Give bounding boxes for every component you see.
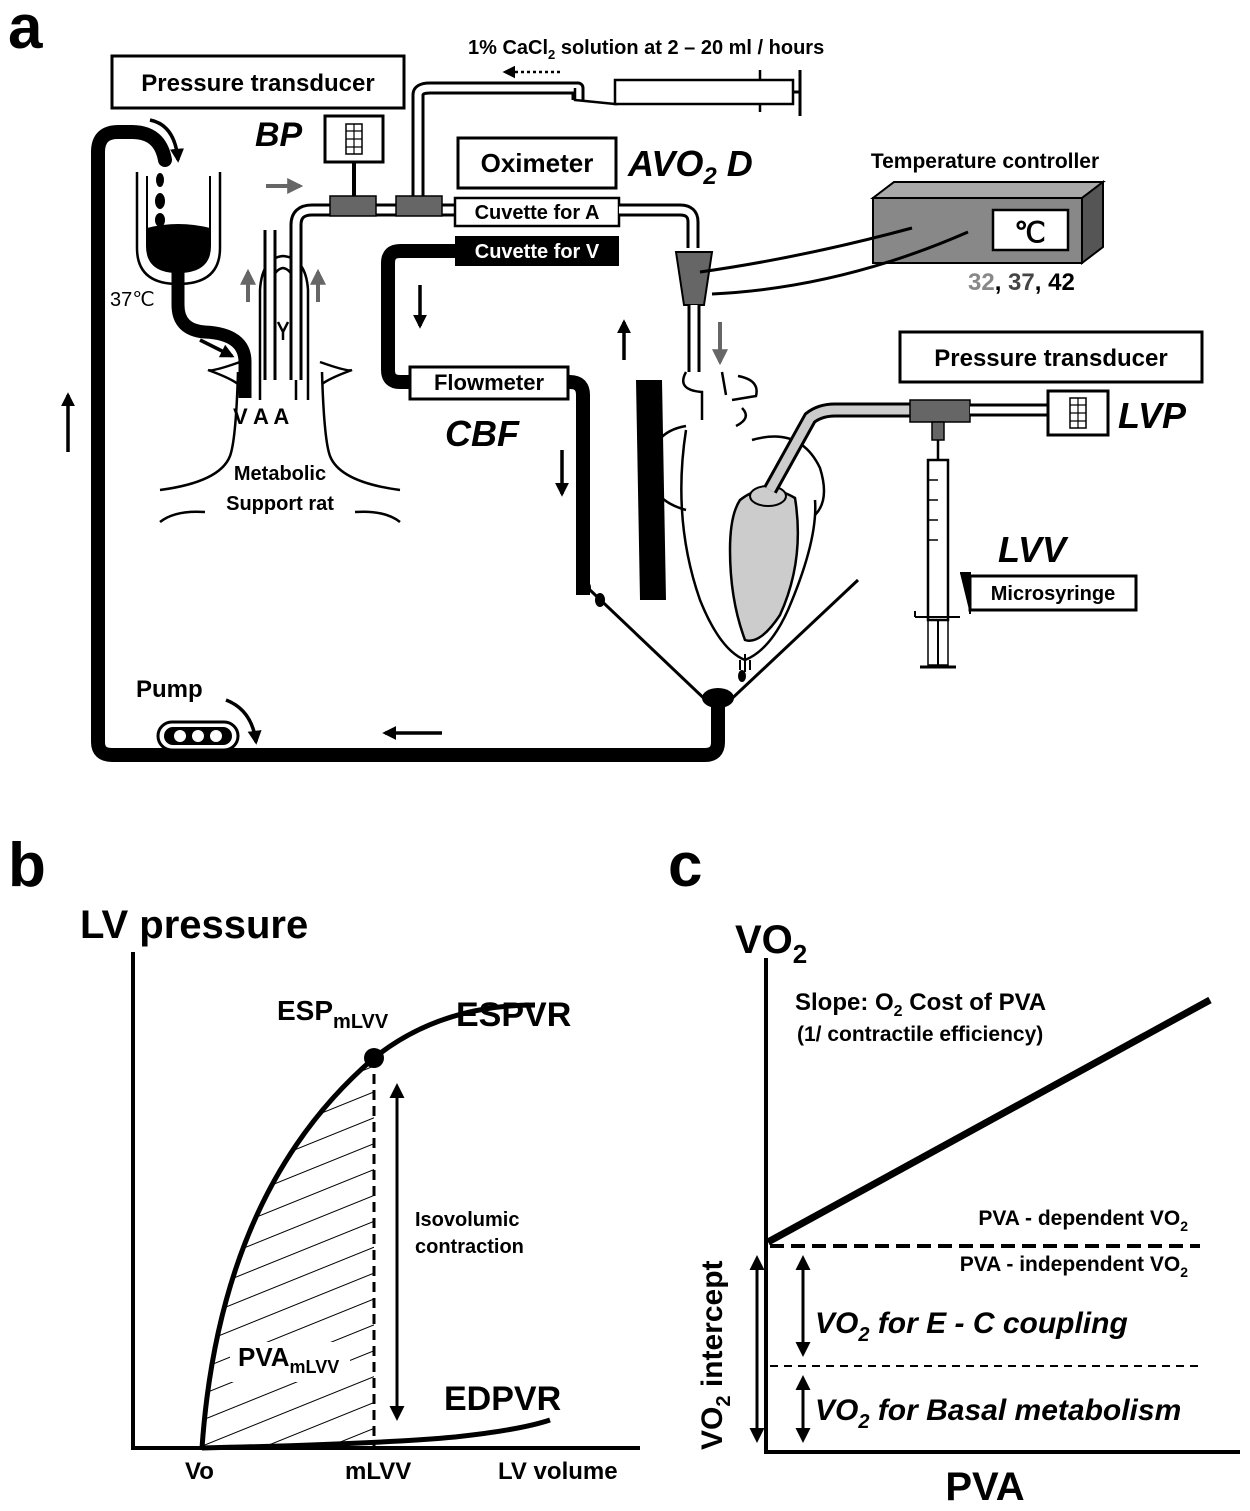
slope-label-2: (1/ contractile efficiency) bbox=[797, 1023, 1043, 1046]
oximeter-box bbox=[456, 136, 618, 190]
vaa-label: V A A bbox=[233, 404, 289, 429]
pva-area bbox=[202, 1058, 374, 1448]
panel-b-ylabel: LV pressure bbox=[80, 903, 308, 947]
pressure-transducer-top-box bbox=[110, 54, 406, 110]
drain-tube bbox=[636, 380, 666, 600]
rat-label-line2: Support rat bbox=[226, 493, 334, 515]
isolated-heart bbox=[648, 371, 826, 682]
cuvette-v-label: Cuvette for V bbox=[475, 241, 600, 263]
cbf-label: CBF bbox=[445, 413, 520, 454]
rat-label-line1: Metabolic bbox=[234, 463, 326, 485]
pva-label: PVAmLVV bbox=[238, 1342, 339, 1377]
edpvr-curve bbox=[201, 1417, 551, 1451]
x-tick-vo: Vo bbox=[185, 1458, 214, 1485]
flowmeter-box bbox=[408, 365, 570, 401]
espvr-label: ESPVR bbox=[456, 996, 571, 1034]
edpvr-label: EDPVR bbox=[444, 1380, 561, 1418]
flow-arrow-reservoir bbox=[149, 118, 185, 163]
cacl-label: 1% CaCl2 solution at 2 – 20 ml / hours bbox=[468, 37, 824, 62]
vo2-pva-line bbox=[766, 996, 1212, 1246]
microsyringe bbox=[914, 440, 971, 669]
microsyringe-box bbox=[968, 574, 1138, 612]
panel-b-axes bbox=[131, 952, 640, 1450]
ec-coupling-label: VO2 for E - C coupling bbox=[815, 1307, 1128, 1346]
avo2d-label: AVO2 D bbox=[627, 143, 753, 190]
temp-unit-display: ℃ bbox=[1014, 217, 1045, 248]
cuvette-a-label: Cuvette for A bbox=[475, 202, 600, 224]
panel-c-xlabel: PVA bbox=[945, 1465, 1024, 1509]
panel-c-letter: c bbox=[668, 831, 702, 900]
isovolumic-label-2: contraction bbox=[415, 1236, 524, 1258]
pump-label: Pump bbox=[136, 676, 203, 703]
flowmeter-label: Flowmeter bbox=[434, 370, 544, 395]
pump-icon bbox=[156, 720, 240, 752]
panel-c-ylabel: VO2 bbox=[735, 918, 807, 969]
lvv-label: LVV bbox=[998, 529, 1069, 570]
oximeter-label: Oximeter bbox=[481, 148, 594, 178]
pressure-transducer-right-label: Pressure transducer bbox=[934, 345, 1167, 372]
flow-arrow-inlet bbox=[199, 338, 235, 358]
cacl-syringe bbox=[573, 70, 802, 116]
heat-exchanger bbox=[674, 251, 714, 306]
cacl-connector bbox=[395, 195, 443, 217]
pressure-transducer-right-box bbox=[898, 330, 1204, 384]
lvp-label: LVP bbox=[1118, 395, 1187, 436]
pump-rotation-arrow bbox=[225, 698, 262, 745]
panel-c-axes bbox=[764, 958, 1240, 1454]
esp-point bbox=[364, 1048, 384, 1068]
main-circuit-tube bbox=[91, 125, 725, 762]
temp-values: 32, 37, 42 bbox=[968, 269, 1075, 296]
temp-controller-label: Temperature controller bbox=[871, 150, 1099, 173]
x-tick-mlvv: mLVV bbox=[345, 1458, 411, 1485]
temp-controller-box bbox=[870, 179, 1106, 266]
venous-tube bbox=[381, 244, 590, 587]
panel-b-letter: b bbox=[8, 831, 46, 900]
reservoir-temp: 37℃ bbox=[110, 289, 155, 311]
panel-a: a 37℃ bbox=[8, 0, 1204, 762]
panel-b: b LV pressure ESPVR ESPmLVV Isovolumic c… bbox=[8, 831, 640, 1485]
reservoir bbox=[135, 172, 252, 398]
basal-label: VO2 for Basal metabolism bbox=[815, 1394, 1181, 1433]
panel-a-letter: a bbox=[8, 0, 43, 62]
microsyringe-label: Microsyringe bbox=[991, 583, 1115, 605]
panel-c: c VO2 Slope: O2 Cost of PVA (1/ contract… bbox=[668, 831, 1240, 1509]
pva-dependent-label: PVA - dependent VO2 bbox=[978, 1207, 1188, 1234]
cuvette-a bbox=[453, 196, 621, 228]
slope-label-1: Slope: O2 Cost of PVA bbox=[795, 989, 1046, 1020]
vo2-intercept-label: VO2 intercept bbox=[696, 1260, 735, 1450]
panel-b-xlabel: LV volume bbox=[498, 1458, 618, 1485]
cuvette-v bbox=[455, 236, 619, 266]
pressure-transducer-top-label: Pressure transducer bbox=[141, 70, 374, 97]
lvp-connector bbox=[909, 399, 971, 423]
bp-label: BP bbox=[255, 116, 303, 154]
isovolumic-label-1: Isovolumic bbox=[415, 1209, 519, 1231]
pva-independent-label: PVA - independent VO2 bbox=[960, 1253, 1189, 1280]
espvr-curve bbox=[199, 1002, 536, 1449]
bp-connector bbox=[329, 195, 377, 217]
esp-label: ESPmLVV bbox=[277, 995, 389, 1033]
